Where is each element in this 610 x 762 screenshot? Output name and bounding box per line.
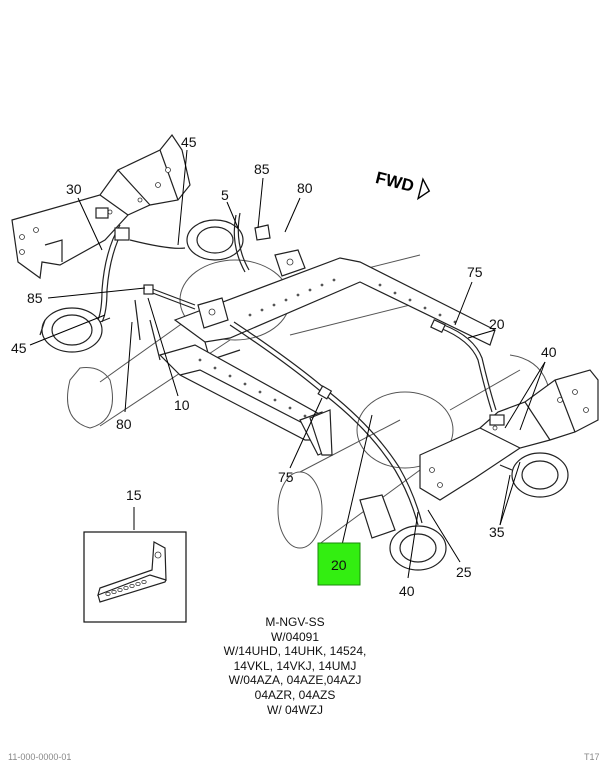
callout-75-right[interactable]: 75 [467, 264, 483, 280]
rail-holes-upper [248, 278, 457, 324]
note-line: 14VKL, 14VKJ, 14UMJ [233, 658, 357, 673]
note-line: W/04AZA, 04AZE,04AZJ [228, 673, 362, 688]
fwd-label: FWD [374, 168, 416, 196]
fittings [95, 207, 505, 426]
callout-20-right[interactable]: 20 [489, 316, 505, 332]
callout-30[interactable]: 30 [66, 181, 82, 197]
callout-45-top[interactable]: 45 [181, 134, 197, 150]
front-crossmember [11, 133, 191, 280]
callout-45-left[interactable]: 45 [11, 340, 27, 356]
callouts: 45 30 5 85 80 85 45 80 10 75 20 40 75 35… [11, 134, 557, 599]
note-line: M-NGV-SS [265, 615, 325, 629]
note-line: W/ 04WZJ [267, 702, 323, 717]
callout-80-bottom[interactable]: 80 [116, 416, 132, 432]
note-line: W/14UHD, 14UHK, 14524, [223, 644, 367, 659]
callout-35[interactable]: 35 [489, 524, 505, 540]
callout-15[interactable]: 15 [126, 487, 142, 503]
footer-reference: 11-000-0000-01 [8, 752, 72, 762]
relay-valve-upper [254, 224, 306, 277]
bracket-slots [105, 580, 147, 597]
air-lines [97, 212, 497, 526]
callout-40-bottom[interactable]: 40 [399, 583, 415, 599]
rear-crossmember [419, 369, 599, 501]
callout-85-left[interactable]: 85 [27, 290, 43, 306]
callout-85-top[interactable]: 85 [254, 161, 270, 177]
footer-page: T17 [584, 752, 600, 762]
inset-bracket-15 [83, 531, 187, 623]
applicability-notes: M-NGV-SS W/04091 W/14UHD, 14UHK, 14524, … [180, 615, 410, 717]
callout-10[interactable]: 10 [174, 397, 190, 413]
callout-75-center[interactable]: 75 [278, 469, 294, 485]
brake-chamber-upper [186, 219, 244, 261]
callout-5[interactable]: 5 [221, 187, 229, 203]
brake-chamber-left [39, 307, 111, 353]
note-line: 04AZR, 04AZS [254, 687, 336, 702]
leader-lines [29, 149, 546, 579]
fwd-indicator: FWD [374, 168, 431, 201]
callout-80-top[interactable]: 80 [297, 180, 313, 196]
highlight-box-20 [317, 542, 361, 586]
callout-25[interactable]: 25 [456, 564, 472, 580]
relay-valve-center [197, 297, 229, 329]
note-line: W/04091 [270, 629, 320, 644]
callout-20-highlight[interactable]: 20 [331, 557, 347, 573]
brake-chamber-lower [359, 494, 447, 571]
callout-40-right[interactable]: 40 [541, 344, 557, 360]
rail-holes-lower [198, 358, 307, 418]
brake-chamber-right [499, 452, 569, 498]
bracket-75-center [309, 409, 333, 456]
